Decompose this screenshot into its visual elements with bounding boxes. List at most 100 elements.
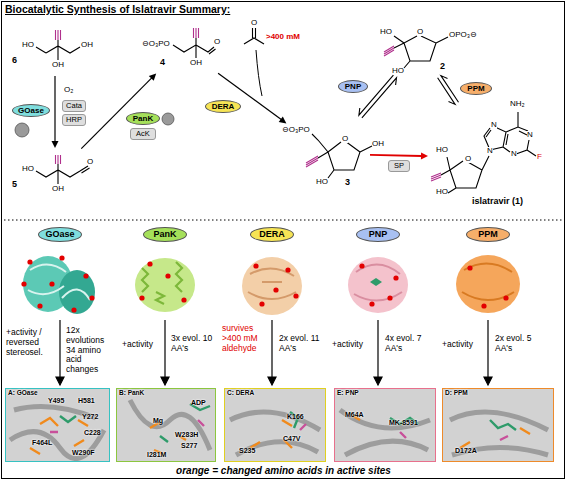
evolution-note: 12x evolutions 34 amino acid changes (66, 326, 116, 375)
mutation-dot (259, 301, 264, 306)
enzyme-name: Cata (66, 102, 82, 110)
mutation-dot (181, 297, 186, 302)
bond-lines (441, 156, 489, 193)
active-site-box: D: PPMD172A (442, 388, 554, 462)
atom-label: OPO₃⊖ (449, 31, 477, 39)
residue-label: K166 (287, 413, 304, 420)
bond-lines (384, 46, 394, 56)
active-site-view (6, 389, 553, 461)
cofactor-enzyme-box: HRP (62, 114, 86, 126)
atom-label: >400 mM (266, 33, 300, 41)
cofactor-enzyme-box: Cata (62, 100, 86, 112)
enzyme-name: DERA (259, 230, 285, 239)
bond-lines (394, 36, 448, 68)
panel-label: B: PanK (119, 390, 144, 397)
evolution-arrow (56, 320, 492, 385)
mutation-dot (369, 301, 374, 306)
mutation-dot (387, 295, 392, 300)
atom-label: OH (52, 185, 64, 193)
atom-label: HO (380, 28, 392, 36)
equilibrium-half-arrow (441, 76, 459, 103)
evolution-arrow (271, 320, 272, 378)
mutation-dot (89, 295, 94, 300)
bond-lines (312, 134, 372, 178)
bond-lines (56, 155, 61, 164)
immobilisation-bead (162, 113, 174, 125)
mutation-dot (37, 303, 42, 308)
mutation-dot (147, 261, 152, 266)
enzyme-name: DERA (212, 103, 235, 111)
protein-structures (370, 278, 382, 286)
cofactor-enzyme-box: AcK (130, 128, 156, 140)
mutation-dot (21, 281, 26, 286)
protein-structures (354, 264, 402, 300)
mutation-dot (503, 295, 508, 300)
bond-lines (484, 112, 536, 156)
equilibrium-half-arrow (438, 78, 456, 105)
bond-lines (194, 28, 199, 38)
enzyme-name: PPM (467, 85, 484, 93)
atom-label: N (491, 121, 497, 129)
reagent-arrow (256, 50, 262, 96)
mutation-dot (27, 259, 32, 264)
immobilisation-bead (15, 123, 29, 137)
atom-label: OH (81, 41, 93, 49)
enzyme-oval: PanK (143, 227, 187, 242)
enzyme-oval: DERA (205, 100, 241, 113)
residue-label: I281M (147, 451, 166, 458)
protein-structures (23, 255, 520, 315)
enzyme-name: SP (394, 162, 404, 170)
frame (4, 220, 563, 221)
enzyme-name: PanK (153, 230, 176, 239)
evolution-note: +activity (332, 340, 363, 350)
evolution-note: +activity (122, 340, 153, 350)
enzyme-oval: GOase (12, 104, 50, 117)
enzyme-oval: PNP (356, 227, 400, 242)
atom-label: N (527, 131, 533, 139)
mutation-dot (293, 293, 298, 298)
protein-structures (462, 263, 514, 300)
equilibrium-half-arrow (359, 75, 394, 115)
protein-structures (242, 257, 302, 315)
atom-label: ⊖O₃PO (282, 126, 310, 134)
mutation-dot (359, 263, 364, 268)
evolution-arrow (161, 377, 169, 385)
evolution-arrow (487, 320, 488, 378)
bond-lines (36, 40, 80, 60)
atom-label: HO (22, 165, 34, 173)
equilibrium-half-arrow (362, 78, 397, 118)
bond-lines (431, 173, 441, 181)
enzyme-name: GOase (18, 107, 44, 115)
atom-label: O (342, 135, 348, 143)
evolution-note: +activity / reversed stereosel. (6, 328, 58, 357)
evolution-arrow (56, 377, 64, 385)
mutation-dot (139, 295, 144, 300)
compound-number: 5 (12, 180, 17, 189)
evolution-arrow (59, 320, 60, 378)
evolution-note: 4x evol. 7 AA's (385, 334, 431, 354)
reagent-arrow (256, 50, 262, 96)
compound-number: 2 (440, 62, 445, 71)
compound-number: 3 (345, 178, 350, 187)
atom-label: OH (190, 59, 202, 67)
enzyme-name: PanK (133, 115, 153, 123)
protein-structures (348, 257, 408, 313)
panel-label: D: PPM (445, 390, 468, 397)
residue-label: F464L (32, 439, 52, 446)
protein-structures (28, 264, 90, 300)
arrow-head (52, 141, 59, 148)
enzyme-name: GOase (45, 230, 74, 239)
protein-structures (142, 262, 182, 304)
arrow-head (149, 73, 156, 80)
atom-label: O₂ (64, 86, 73, 94)
active-site-view (60, 404, 516, 442)
protein-structures (59, 270, 95, 314)
compound-number: 4 (160, 58, 165, 67)
residue-label: Y495 (48, 397, 64, 404)
mutation-dot (21, 255, 508, 312)
evolution-arrow (268, 377, 276, 385)
arrow-shaft (218, 73, 282, 120)
reaction-arrow (81, 73, 156, 148)
evolution-arrow (164, 320, 165, 378)
mutation-dot (467, 265, 472, 270)
